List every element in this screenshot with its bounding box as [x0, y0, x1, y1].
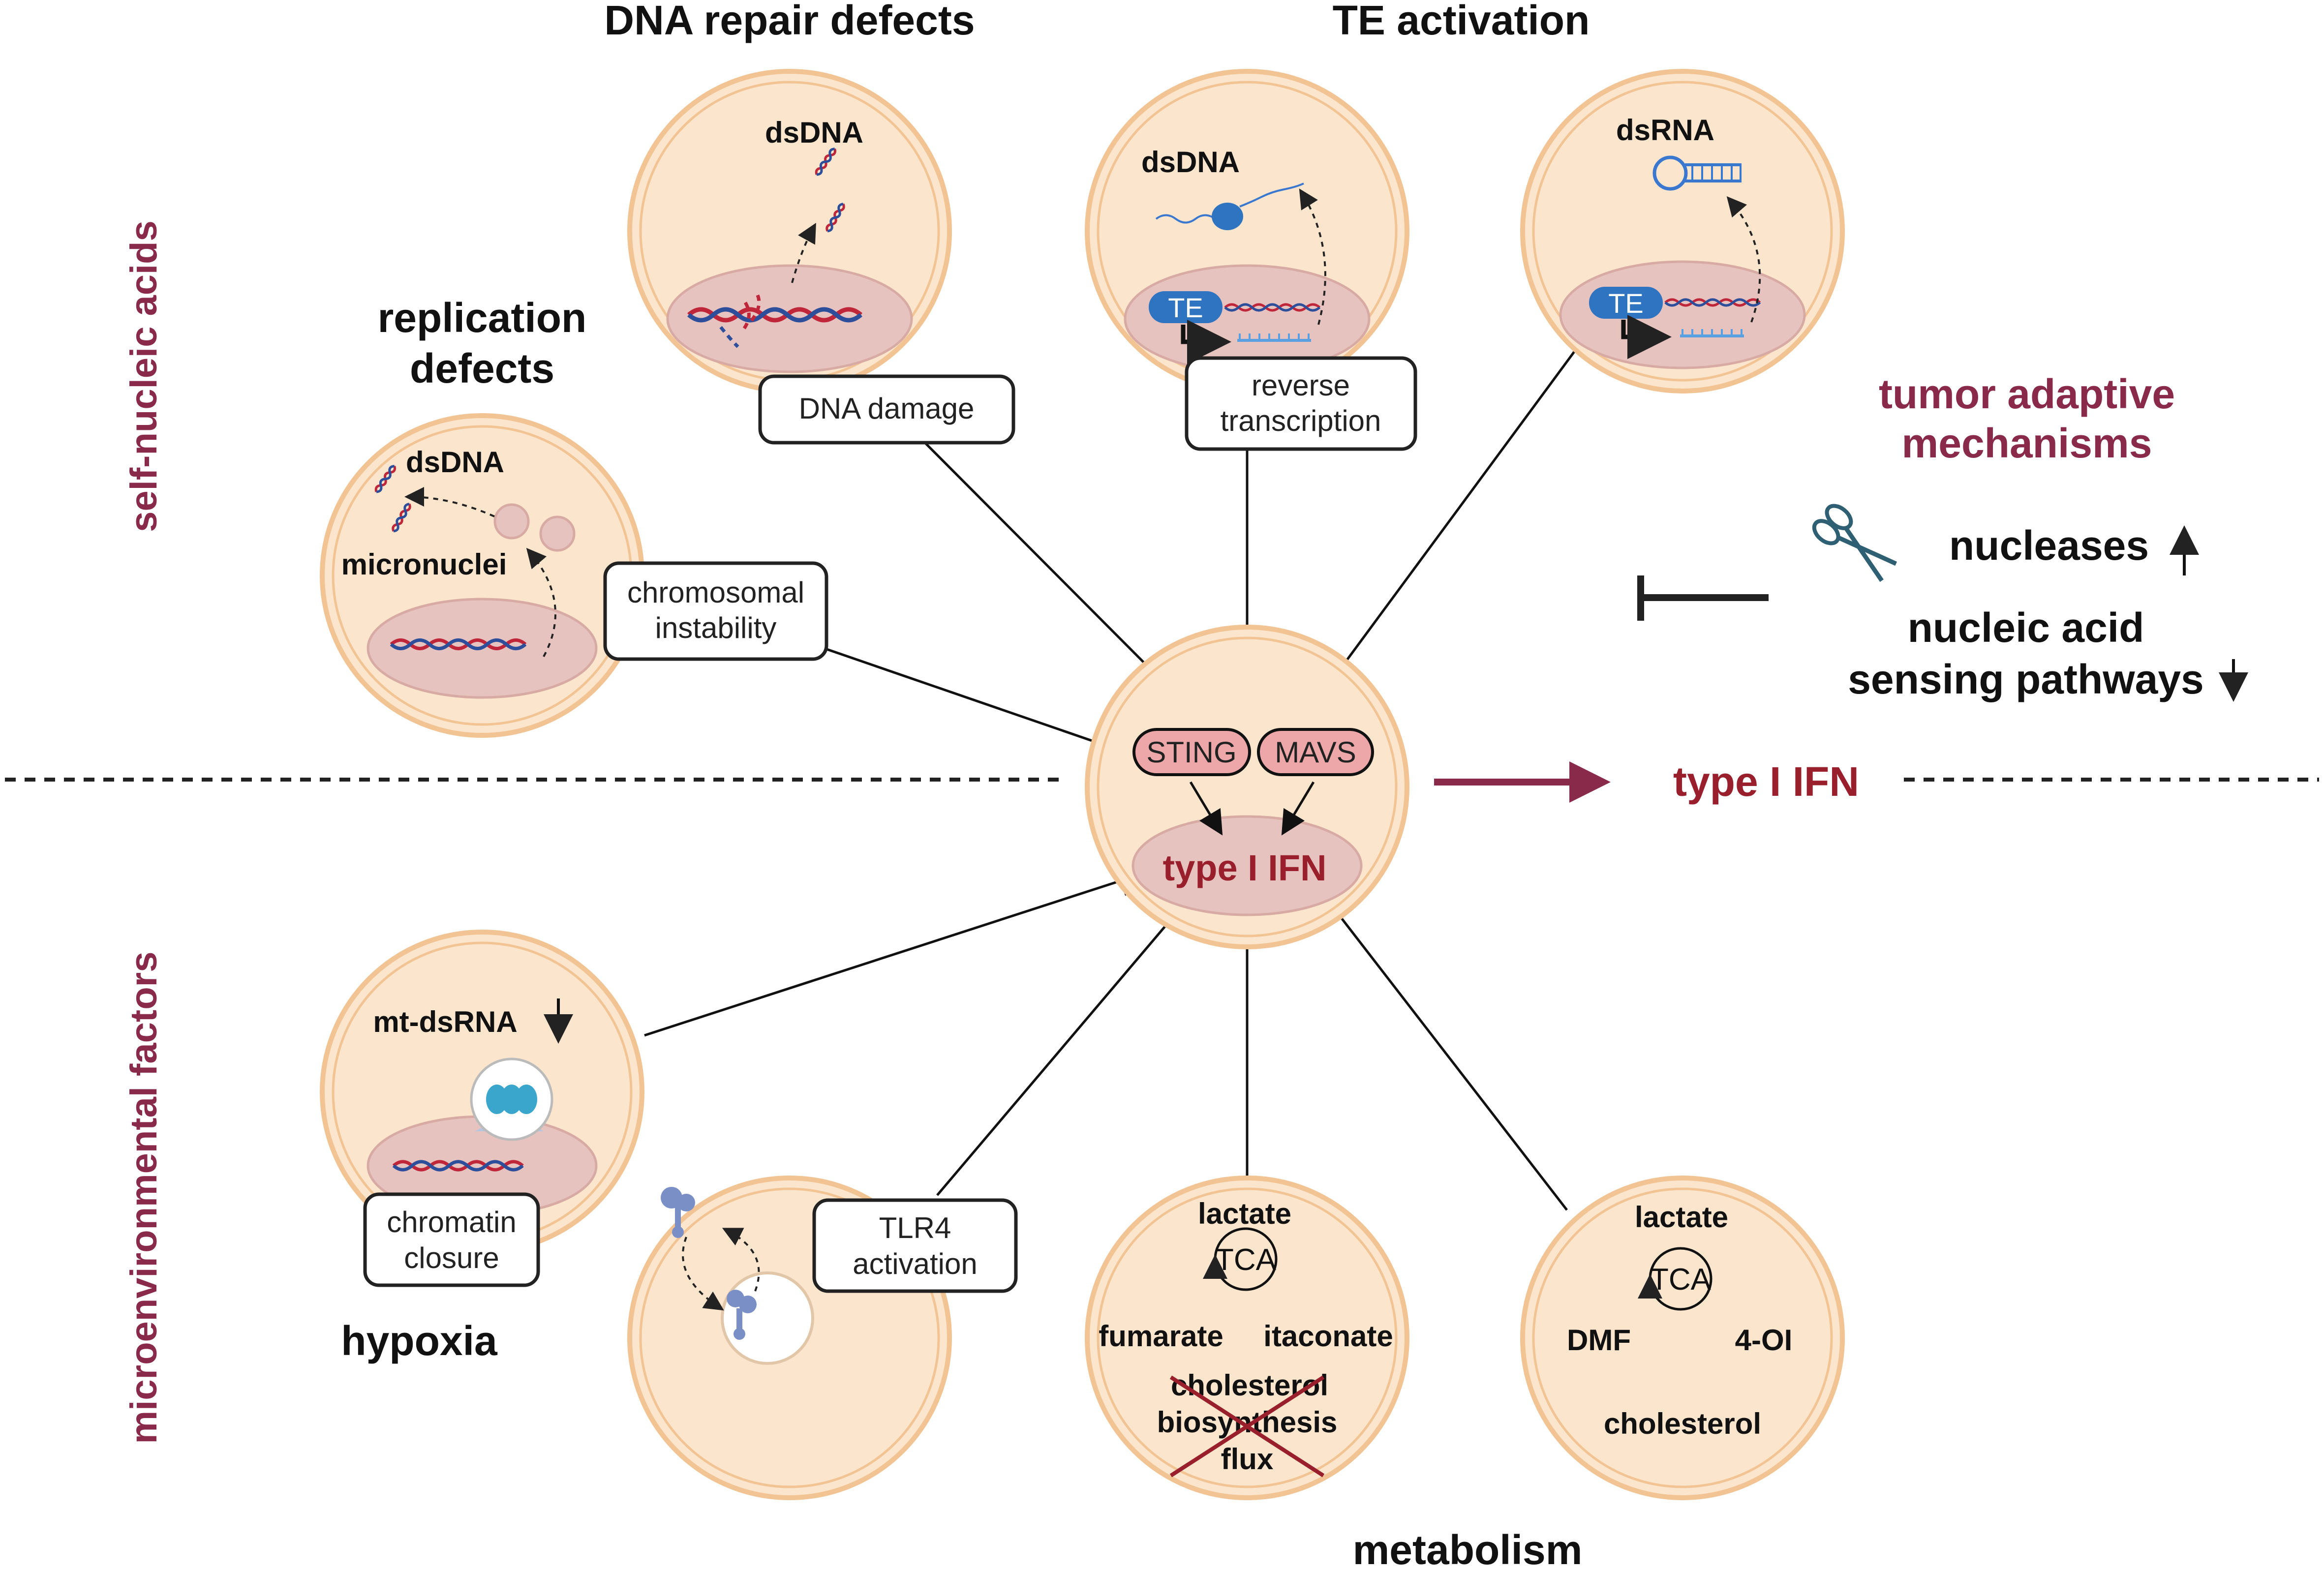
center-type-i-ifn: type I IFN: [1162, 847, 1326, 888]
label-micronuclei: micronuclei: [341, 548, 507, 581]
micronucleus: [539, 515, 576, 552]
box-chromatin-text-1: chromatin: [387, 1206, 516, 1239]
header-dna-repair: DNA repair defects: [604, 0, 975, 43]
te-tag-label: TE: [1168, 292, 1203, 323]
box-tlr4-activation: TLR4 activation: [812, 1198, 1018, 1293]
sting-label: STING: [1146, 736, 1236, 769]
te-element: [1589, 287, 1663, 319]
label-met1-tca: TCA: [1215, 1243, 1277, 1277]
label-met1-lactate: lactate: [1198, 1197, 1291, 1230]
label-met1-fumarate: fumarate: [1099, 1320, 1223, 1353]
sting-pill: [1132, 728, 1251, 776]
te-element: [1149, 291, 1223, 323]
header-replication-2: defects: [410, 345, 554, 392]
side-label-self-nucleic: self-nucleic acids: [123, 220, 165, 532]
inhibition-symbol: [1637, 575, 1769, 621]
nucleus: [1131, 815, 1363, 916]
cell-dna-repair: dsDNA: [627, 69, 952, 393]
label-dsdna-dna-repair: dsDNA: [765, 116, 863, 149]
header-replication-1: replication: [378, 295, 587, 341]
label-sensing-line-1: nucleic acid: [1908, 604, 2144, 651]
header-metabolism: metabolism: [1353, 1527, 1583, 1569]
cell-center: STING MAVS type I IFN: [1085, 625, 1409, 949]
micronucleus: [493, 503, 530, 540]
line-dna-damage-to-center: [924, 442, 1174, 693]
line-metabolism2-inhibit-center: [1327, 900, 1568, 1211]
box-tlr4-text-1: TLR4: [879, 1211, 951, 1244]
box-dna-damage-text: DNA damage: [799, 392, 975, 425]
line-tlr4-to-center: [936, 901, 1187, 1196]
label-met1-biosynthesis: biosynthesis: [1157, 1406, 1338, 1439]
tlr4-receptor-icon: [661, 1187, 757, 1340]
box-chromatin-text-2: closure: [404, 1241, 499, 1274]
label-met1-itaconate: itaconate: [1263, 1320, 1393, 1353]
tumor-adaptive-line-2: mechanisms: [1902, 420, 2152, 466]
vesicle: [721, 1271, 814, 1365]
tumor-adaptive-line-1: tumor adaptive: [1879, 371, 2175, 417]
label-dsdna-replication: dsDNA: [406, 446, 504, 479]
label-met2-tca: TCA: [1650, 1263, 1712, 1297]
label-sensing-line-2: sensing pathways: [1848, 656, 2204, 702]
line-dsrna-to-center: [1323, 351, 1576, 693]
box-reverse-text-2: transcription: [1221, 404, 1381, 437]
label-mt-dsrna: mt-dsRNA: [373, 1005, 517, 1038]
label-dsrna: dsRNA: [1616, 114, 1714, 147]
line-mtdsrna-inhibit-center: [644, 879, 1122, 1037]
box-reverse-transcription: reverse transcription: [1185, 356, 1417, 451]
label-met2-cholesterol: cholesterol: [1604, 1407, 1761, 1440]
line-chromosomal-to-center: [824, 647, 1134, 759]
label-nucleases: nucleases: [1949, 522, 2149, 569]
cell-te-dsdna: TE dsDNA: [1085, 69, 1409, 393]
side-label-microenvironmental: microenvironmental factors: [123, 952, 165, 1444]
box-chromosomal-text-2: instability: [655, 611, 777, 644]
label-met1-flux: flux: [1221, 1443, 1274, 1476]
header-te-activation: TE activation: [1333, 0, 1590, 43]
output-type-i-ifn: type I IFN: [1673, 758, 1859, 805]
mavs-label: MAVS: [1275, 736, 1356, 769]
box-dna-damage: DNA damage: [758, 374, 1015, 445]
box-tlr4-text-2: activation: [853, 1247, 977, 1280]
box-chromosomal-instability: chromosomal instability: [603, 561, 828, 661]
label-met2-dmf: DMF: [1567, 1324, 1631, 1357]
label-met2-lactate: lactate: [1635, 1201, 1728, 1234]
cross-out: [1169, 1375, 1325, 1478]
box-chromatin-closure: chromatin closure: [363, 1192, 540, 1287]
cell-metabolism-2: lactate TCA DMF 4-OI cholesterol: [1520, 1176, 1845, 1500]
te-tag-label: TE: [1608, 288, 1644, 319]
box-chromosomal-text-1: chromosomal: [627, 576, 804, 609]
box-reverse-text-1: reverse: [1252, 369, 1350, 402]
cell-te-dsrna: TE dsRNA: [1520, 69, 1845, 393]
cell-replication: dsDNA micronuclei: [320, 413, 644, 738]
header-hypoxia: hypoxia: [341, 1318, 498, 1364]
label-met2-4oi: 4-OI: [1735, 1324, 1793, 1357]
label-met1-cholesterol: cholesterol: [1171, 1369, 1328, 1402]
mavs-pill: [1257, 728, 1374, 776]
cell-metabolism-1: lactate TCA fumarate itaconate cholester…: [1085, 1176, 1409, 1500]
label-dsdna-te: dsDNA: [1141, 146, 1240, 179]
scissors-icon: [1812, 504, 1897, 582]
